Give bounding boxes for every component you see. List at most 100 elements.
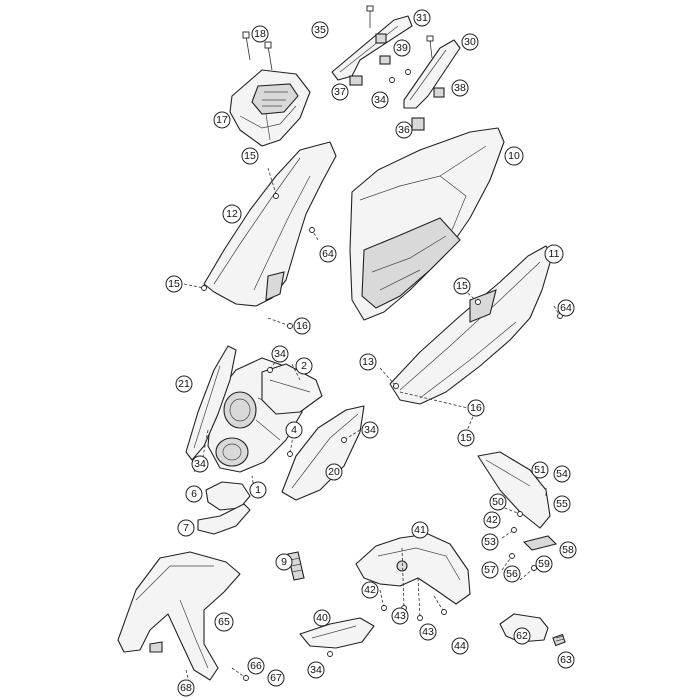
part-licence-bracket-50 xyxy=(477,451,551,529)
part-console-bracket xyxy=(229,69,311,147)
callout: 34 xyxy=(371,91,389,109)
small-parts-37-39 xyxy=(349,55,445,131)
svg-text:6: 6 xyxy=(191,488,197,500)
callout: 43 xyxy=(419,623,437,641)
svg-text:66: 66 xyxy=(250,660,262,672)
svg-text:17: 17 xyxy=(216,114,228,126)
callout: 67 xyxy=(267,669,285,687)
callout: 51 xyxy=(531,461,549,479)
svg-text:11: 11 xyxy=(549,248,560,260)
part-side-fairing-20 xyxy=(281,405,365,501)
callout: 12 xyxy=(222,204,242,224)
part-front-fender-65 xyxy=(117,551,241,681)
part-lens-6 xyxy=(205,481,251,511)
svg-text:2: 2 xyxy=(301,360,307,372)
callout: 36 xyxy=(395,121,413,139)
svg-text:62: 62 xyxy=(516,630,528,642)
callout: 41 xyxy=(411,521,429,539)
callout: 42 xyxy=(483,511,501,529)
callout: 58 xyxy=(559,541,577,559)
svg-text:16: 16 xyxy=(470,402,482,414)
part-side-panel-11 xyxy=(389,245,553,405)
callout: 15 xyxy=(165,275,183,293)
part-side-panel-12 xyxy=(203,141,337,307)
svg-text:10: 10 xyxy=(508,150,520,162)
callout: 15 xyxy=(457,429,475,447)
callout: 54 xyxy=(553,465,571,483)
svg-text:4: 4 xyxy=(291,424,297,436)
svg-text:34: 34 xyxy=(310,664,322,676)
callout: 31 xyxy=(413,9,431,27)
part-reflector-63 xyxy=(552,633,566,647)
callout: 34 xyxy=(271,345,289,363)
callout: 17 xyxy=(213,111,231,129)
callout: 34 xyxy=(191,455,209,473)
callout: 38 xyxy=(451,79,469,97)
svg-text:7: 7 xyxy=(183,522,189,534)
svg-text:54: 54 xyxy=(556,468,568,480)
callout: 11 xyxy=(544,244,564,264)
callout: 30 xyxy=(461,33,479,51)
callout: 65 xyxy=(214,612,234,632)
callout: 43 xyxy=(391,607,409,625)
svg-text:50: 50 xyxy=(492,496,504,508)
svg-text:35: 35 xyxy=(314,24,326,36)
svg-text:30: 30 xyxy=(464,36,476,48)
callout: 10 xyxy=(504,146,524,166)
svg-text:12: 12 xyxy=(226,208,238,220)
svg-text:68: 68 xyxy=(180,682,192,694)
callout: 59 xyxy=(535,555,553,573)
screw-18 xyxy=(242,31,273,71)
svg-text:34: 34 xyxy=(194,458,206,470)
callout: 21 xyxy=(175,375,193,393)
svg-text:58: 58 xyxy=(562,544,574,556)
svg-text:15: 15 xyxy=(460,432,472,444)
svg-text:39: 39 xyxy=(396,42,408,54)
svg-text:64: 64 xyxy=(560,302,572,314)
callout: 7 xyxy=(177,519,195,537)
part-headlight-fairing xyxy=(207,357,307,473)
callout: 15 xyxy=(453,277,471,295)
part-side-fairing-21 xyxy=(185,345,237,461)
callout: 13 xyxy=(359,353,377,371)
svg-text:13: 13 xyxy=(362,356,374,368)
callout: 53 xyxy=(481,533,499,551)
svg-text:64: 64 xyxy=(322,248,334,260)
callout: 4 xyxy=(285,421,303,439)
callout: 15 xyxy=(241,147,259,165)
svg-text:36: 36 xyxy=(398,124,410,136)
part-upper-fairing-2 xyxy=(261,363,323,415)
svg-text:53: 53 xyxy=(484,536,496,548)
callout: 42 xyxy=(361,581,379,599)
svg-text:65: 65 xyxy=(218,616,230,628)
svg-text:20: 20 xyxy=(328,466,340,478)
callout: 34 xyxy=(361,421,379,439)
callout: 18 xyxy=(251,25,269,43)
callout: 35 xyxy=(311,21,329,39)
svg-text:1: 1 xyxy=(255,484,261,496)
callout: 64 xyxy=(557,299,575,317)
svg-text:34: 34 xyxy=(274,348,286,360)
callout: 56 xyxy=(503,565,521,583)
callout: 34 xyxy=(307,661,325,679)
svg-text:42: 42 xyxy=(486,514,498,526)
part-tail-cowl-10 xyxy=(349,127,505,321)
svg-text:43: 43 xyxy=(394,610,406,622)
callout: 55 xyxy=(553,495,571,513)
callout: 2 xyxy=(295,357,313,375)
callout: 16 xyxy=(467,399,485,417)
svg-text:43: 43 xyxy=(422,626,434,638)
leader-lines xyxy=(183,167,561,687)
callout: 57 xyxy=(481,561,499,579)
svg-text:15: 15 xyxy=(244,150,256,162)
svg-text:40: 40 xyxy=(316,612,328,624)
callout: 20 xyxy=(325,463,343,481)
callout: 44 xyxy=(451,637,469,655)
svg-text:21: 21 xyxy=(178,378,190,390)
part-trim-7 xyxy=(197,503,251,535)
callout: 68 xyxy=(177,679,195,697)
svg-text:63: 63 xyxy=(560,654,572,666)
svg-text:44: 44 xyxy=(454,640,466,652)
svg-text:38: 38 xyxy=(454,82,466,94)
